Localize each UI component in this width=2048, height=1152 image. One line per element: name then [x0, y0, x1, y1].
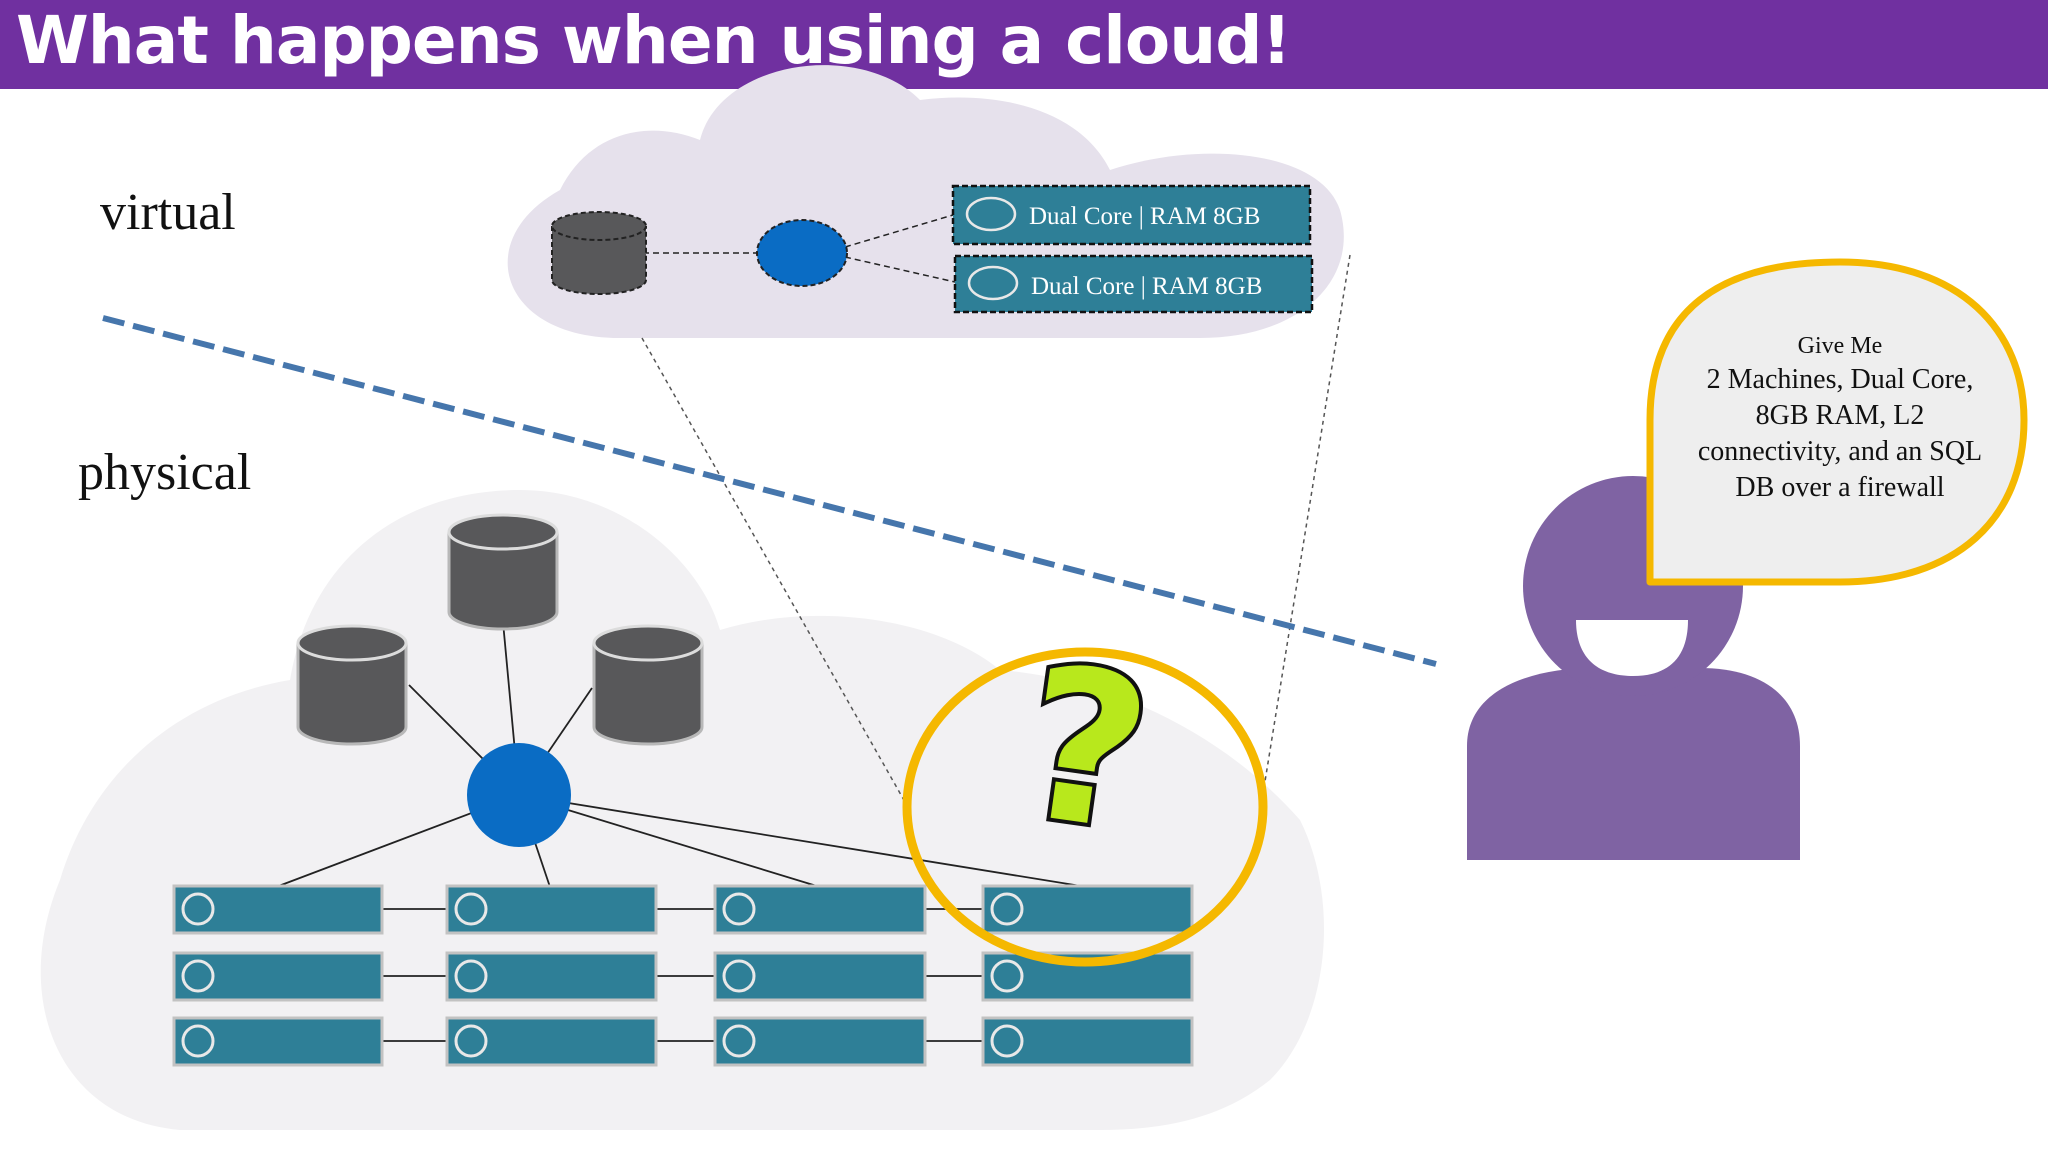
virtual-machine — [953, 254, 1314, 314]
request-line: DB over a firewall — [1735, 472, 1945, 503]
vm-spec-label: Dual Core | RAM 8GB — [1031, 273, 1263, 300]
server — [713, 1016, 927, 1067]
virtual-physical-divider — [102, 315, 1437, 667]
server — [172, 884, 384, 935]
vm-spec-label: Dual Core | RAM 8GB — [1029, 203, 1261, 230]
highlight-ring — [902, 647, 1268, 967]
slide-title: What happens when using a cloud! — [16, 2, 1292, 79]
virtual-network — [551, 184, 1314, 314]
server — [713, 951, 927, 1002]
server-rack — [172, 884, 1194, 1067]
physical-label: physical — [78, 444, 252, 501]
request-line: 8GB RAM, L2 — [1755, 400, 1925, 431]
server — [713, 884, 927, 935]
request-line: connectivity, and an SQL — [1697, 436, 1983, 467]
server — [445, 1016, 658, 1067]
server — [445, 884, 658, 935]
server — [981, 884, 1194, 935]
virtual-switch — [756, 219, 848, 287]
physical-database — [592, 624, 704, 746]
physical-database — [447, 513, 559, 631]
server — [445, 951, 658, 1002]
virtual-machine — [951, 184, 1312, 246]
user-icon — [1467, 476, 1800, 860]
speech-bubble — [1646, 258, 2028, 586]
title-bar — [0, 0, 2048, 89]
server — [172, 951, 384, 1002]
user-request-text: Give Me 2 Machines, Dual Core, 8GB RAM, … — [1672, 330, 2008, 506]
server — [172, 1016, 384, 1067]
request-line: 2 Machines, Dual Core, — [1706, 364, 1974, 395]
server — [981, 1016, 1194, 1067]
request-line: Give Me — [1797, 333, 1883, 359]
virtual-database — [551, 211, 647, 295]
physical-database — [296, 624, 408, 746]
projection-lines — [641, 254, 1351, 803]
virtual-label: virtual — [100, 184, 236, 241]
physical-switch — [467, 743, 571, 847]
